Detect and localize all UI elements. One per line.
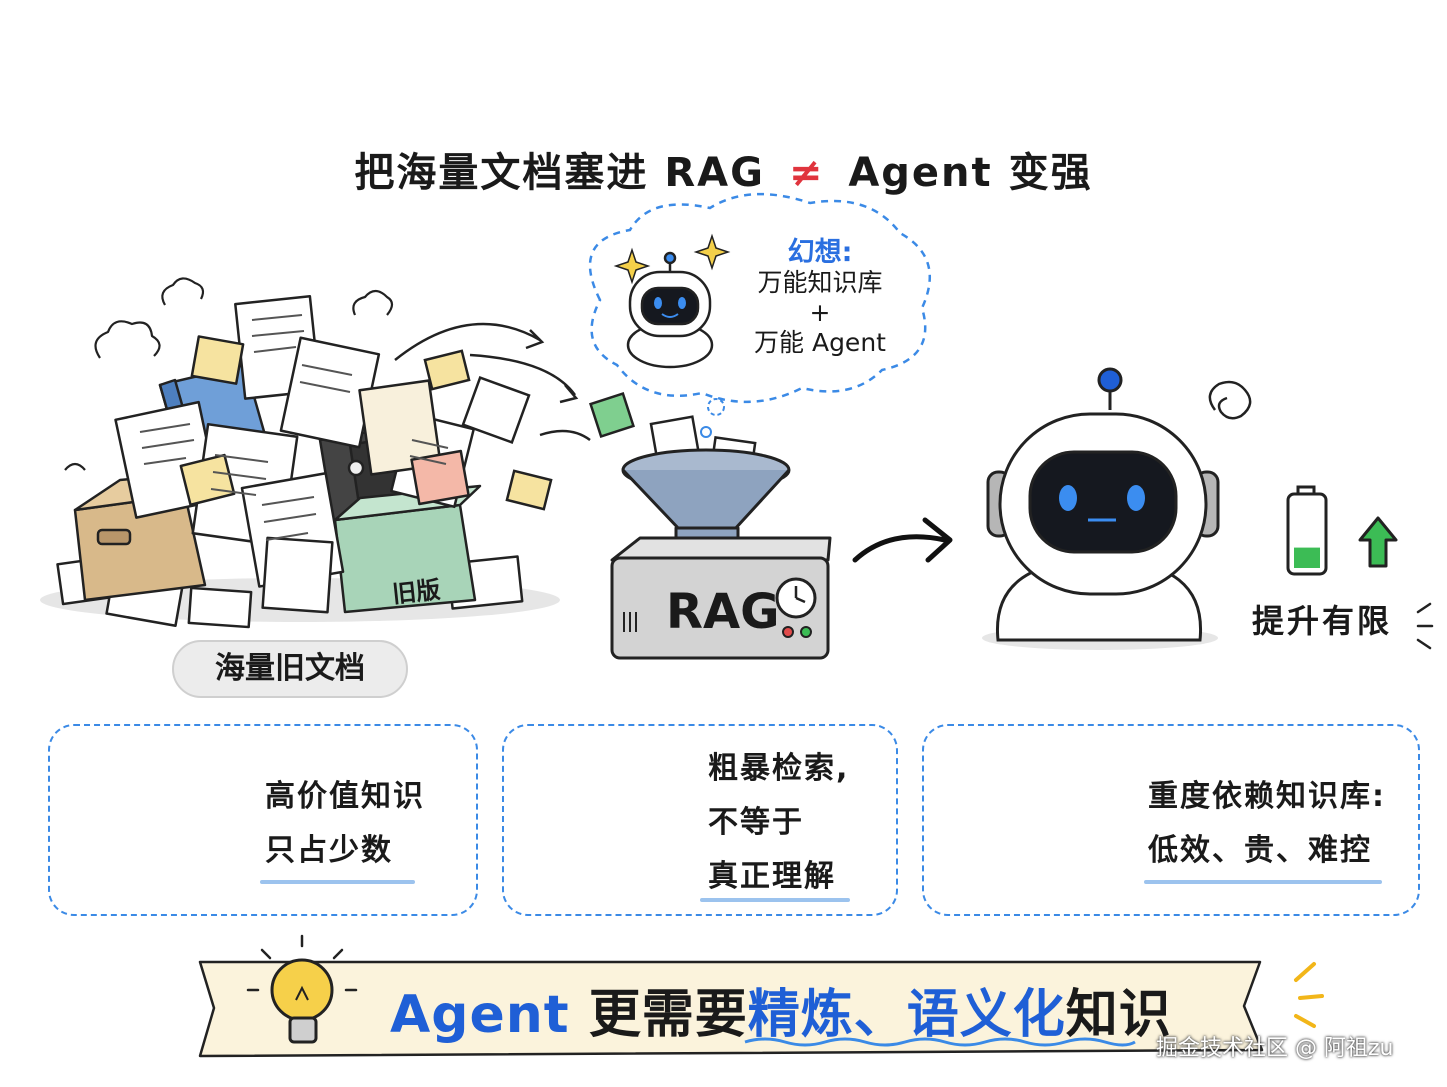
thought-heading: 幻想: xyxy=(787,237,853,268)
box-label: 旧版 xyxy=(390,575,442,609)
rag-label: RAG xyxy=(666,584,780,640)
underline xyxy=(1144,880,1382,884)
underline xyxy=(260,880,415,884)
thought-line1: 万能知识库 xyxy=(757,268,883,297)
card-line: 真正理解 xyxy=(708,859,836,894)
banner-part4: 知识 xyxy=(1065,985,1172,1045)
title-before: 把海量文档塞进 RAG xyxy=(354,150,765,196)
card-line: 不等于 xyxy=(708,805,804,840)
pile-label: 海量旧文档 xyxy=(172,640,408,698)
card-retrieval: 粗暴检索, 不等于 真正理解 xyxy=(502,724,898,916)
banner-part2: 更需要 xyxy=(588,985,748,1045)
card-line: 低效、贵、难控 xyxy=(1148,833,1372,868)
card-dependency-text: 重度依赖知识库: 低效、贵、难控 xyxy=(1148,770,1386,878)
thought-text: 幻想: 万能知识库 + 万能 Agent xyxy=(740,238,900,358)
card-high-value-text: 高价值知识 只占少数 xyxy=(265,770,425,878)
banner-text: Agent 更需要精炼、语义化知识 xyxy=(390,972,1172,1047)
card-line: 只占少数 xyxy=(265,833,393,868)
spark-lines xyxy=(1294,962,1324,1028)
result-label: 提升有限 xyxy=(1252,602,1393,640)
card-line: 高价值知识 xyxy=(265,779,425,814)
card-retrieval-text: 粗暴检索, 不等于 真正理解 xyxy=(708,742,849,904)
arrow-icon xyxy=(852,534,948,563)
card-line: 粗暴检索, xyxy=(708,751,850,786)
title-after: Agent 变强 xyxy=(848,150,1093,196)
small-robot-icon xyxy=(613,233,731,369)
battery-icon xyxy=(1286,485,1328,576)
thought-plus: + xyxy=(809,298,831,327)
arrow-up-icon xyxy=(1358,516,1398,568)
large-robot-icon xyxy=(982,367,1252,650)
card-dependency: 重度依赖知识库: 低效、贵、难控 xyxy=(922,724,1420,916)
thought-line2: 万能 Agent xyxy=(754,328,886,357)
title-neq: ≠ xyxy=(788,150,825,196)
watermark: 掘金技术社区 @ 阿祖zu xyxy=(1156,1036,1394,1061)
card-line: 重度依赖知识库: xyxy=(1148,779,1386,814)
rag-machine xyxy=(610,448,832,660)
page-title: 把海量文档塞进 RAG ≠ Agent 变强 xyxy=(0,140,1447,198)
banner-part3: 精炼、语义化 xyxy=(747,985,1066,1045)
document-pile xyxy=(40,277,560,629)
banner-part1: Agent xyxy=(390,985,570,1045)
banner xyxy=(198,960,1264,1058)
card-high-value: 高价值知识 只占少数 xyxy=(48,724,478,916)
lightbulb-icon xyxy=(246,934,358,1044)
underline xyxy=(700,898,850,902)
